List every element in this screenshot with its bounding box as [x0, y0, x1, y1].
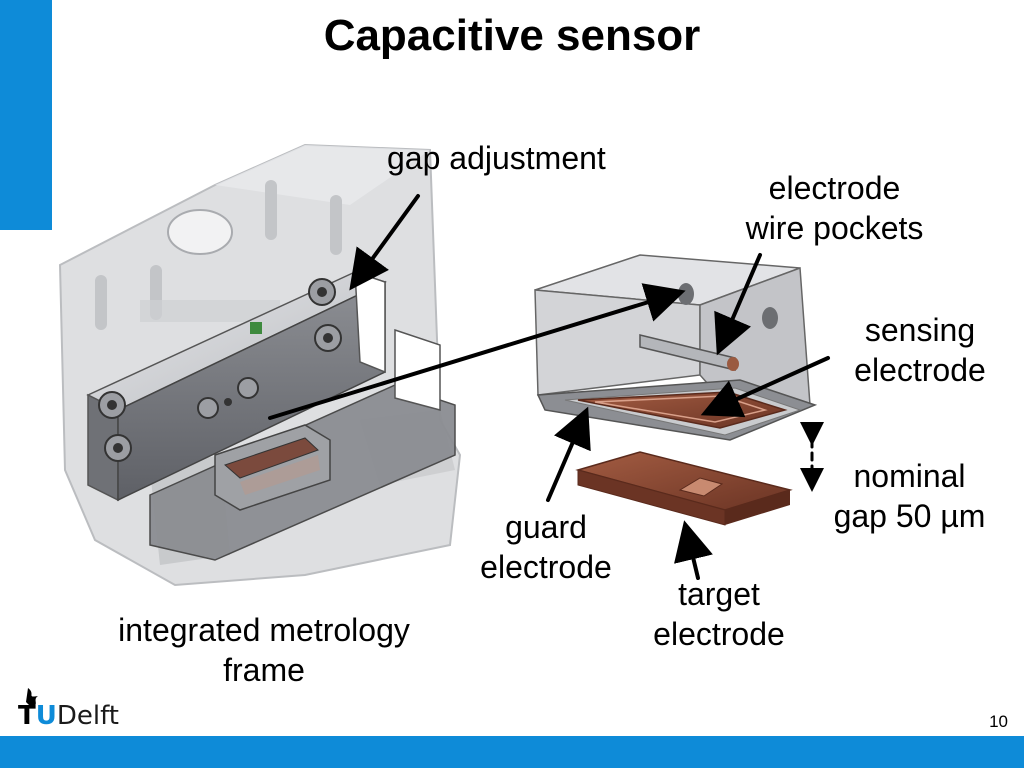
logo-delft: Delft	[56, 701, 120, 731]
target-electrode-drawing	[575, 451, 793, 526]
arrow-wire-pockets	[714, 253, 762, 356]
label-gap-adjustment: gap adjustment	[387, 140, 606, 176]
label-nominal-gap-line2: gap 50 µm	[833, 498, 986, 534]
label-sensing-electrode: sensing electrode	[835, 310, 1005, 390]
logo-u: U	[35, 701, 57, 731]
label-nominal-gap-line1: nominal	[853, 458, 966, 494]
embedded-sensor-drawing	[214, 424, 331, 511]
label-sensing-electrode-line2: electrode	[854, 352, 986, 388]
label-electrode-wire-pockets-line2: wire pockets	[745, 210, 924, 246]
sensor-block-drawing	[534, 254, 818, 441]
label-target-electrode: target electrode	[634, 574, 804, 654]
label-metrology-frame: integrated metrology frame	[78, 610, 450, 690]
slide-title: Capacitive sensor	[323, 11, 701, 60]
label-metrology-frame-line2: frame	[223, 652, 305, 688]
arrow-gap-adjustment	[349, 194, 420, 291]
footer-bar	[0, 736, 1024, 768]
side-accent-bar	[0, 0, 52, 230]
label-electrode-wire-pockets-line1: electrode	[768, 170, 901, 206]
arrow-sensing-electrode	[700, 356, 830, 418]
label-metrology-frame-line1: integrated metrology	[118, 612, 410, 648]
label-guard-electrode-line2: electrode	[480, 549, 612, 585]
tu-delft-flame-icon	[26, 688, 38, 708]
label-electrode-wire-pockets: electrode wire pockets	[722, 168, 947, 248]
annotation-arrows	[268, 194, 830, 580]
arrow-guard-electrode	[546, 406, 591, 502]
label-sensing-electrode-line1: sensing	[864, 312, 976, 348]
label-target-electrode-line1: target	[678, 576, 760, 612]
label-target-electrode-line2: electrode	[653, 616, 785, 652]
arrow-target-electrode	[674, 520, 713, 580]
logo-t: T	[18, 701, 36, 731]
label-nominal-gap: nominal gap 50 µm	[812, 456, 1007, 536]
tu-delft-logo: TUDelft	[18, 700, 119, 732]
label-guard-electrode: guard electrode	[462, 507, 630, 587]
page-number: 10	[989, 712, 1008, 731]
arrow-wire-pocket-hole	[268, 283, 686, 420]
label-guard-electrode-line1: guard	[505, 509, 587, 545]
